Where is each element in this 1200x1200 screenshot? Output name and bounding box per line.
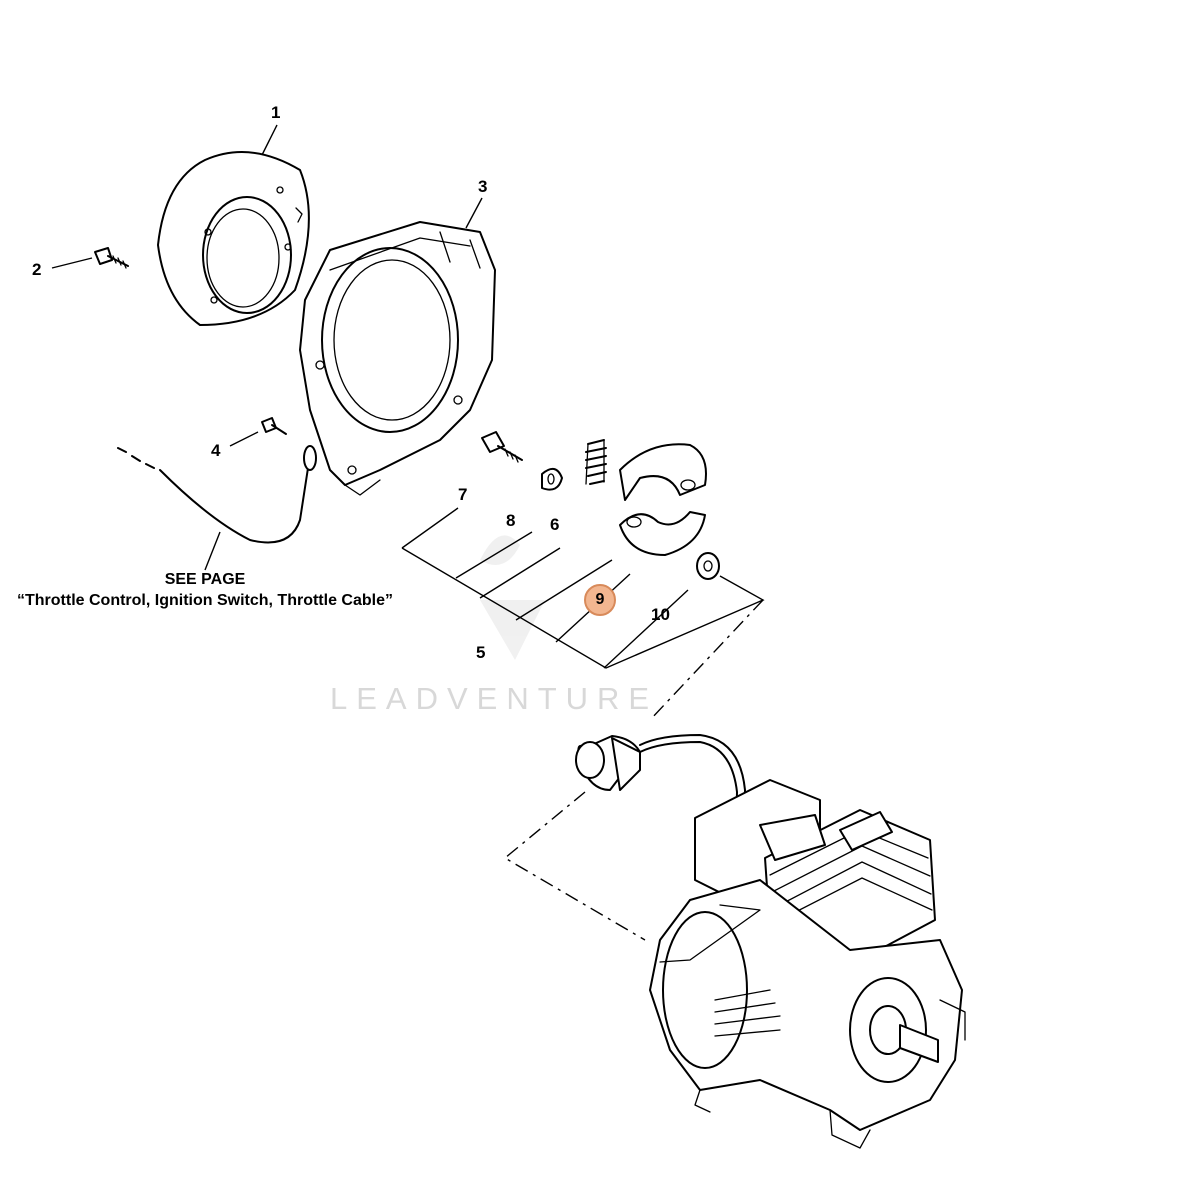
clutch-shoe-lower[interactable] [619, 511, 706, 556]
callout-6[interactable]: 6 [550, 515, 560, 534]
kit-5-bracket [401, 507, 765, 669]
watermark-text: LEADVENTURE [330, 681, 659, 716]
engine-assembly [575, 734, 966, 1149]
alignment-lines [503, 599, 764, 941]
callout-4[interactable]: 4 [211, 441, 221, 460]
callout-5[interactable]: 5 [476, 643, 486, 662]
watermark-logo [480, 535, 545, 660]
part-2-screw[interactable] [94, 247, 129, 269]
see-page-line2[interactable]: “Throttle Control, Ignition Switch, Thro… [17, 591, 393, 609]
part-6-spring[interactable] [585, 439, 607, 485]
see-page-line1: SEE PAGE [164, 571, 246, 588]
part-8-washer[interactable] [541, 467, 563, 491]
callout-1[interactable]: 1 [271, 103, 281, 122]
leader-lines [51, 124, 483, 571]
clutch-shoe-upper[interactable] [619, 443, 707, 501]
see-page-note[interactable]: SEE PAGE “Throttle Control, Ignition Swi… [0, 570, 410, 612]
part-10-washer[interactable] [696, 552, 720, 580]
part-3-fan-housing[interactable] [299, 221, 496, 496]
part-4-screw[interactable] [261, 417, 287, 435]
callout-10[interactable]: 10 [651, 605, 670, 624]
callout-9-highlighted[interactable]: 9 [584, 584, 616, 616]
part-7-shoulder-screw[interactable] [481, 431, 523, 463]
callout-7[interactable]: 7 [458, 485, 468, 504]
ground-wire [117, 445, 317, 544]
part-1-flange[interactable] [157, 151, 310, 326]
callout-8[interactable]: 8 [506, 511, 516, 530]
callout-3[interactable]: 3 [478, 177, 488, 196]
callout-2[interactable]: 2 [32, 260, 42, 279]
